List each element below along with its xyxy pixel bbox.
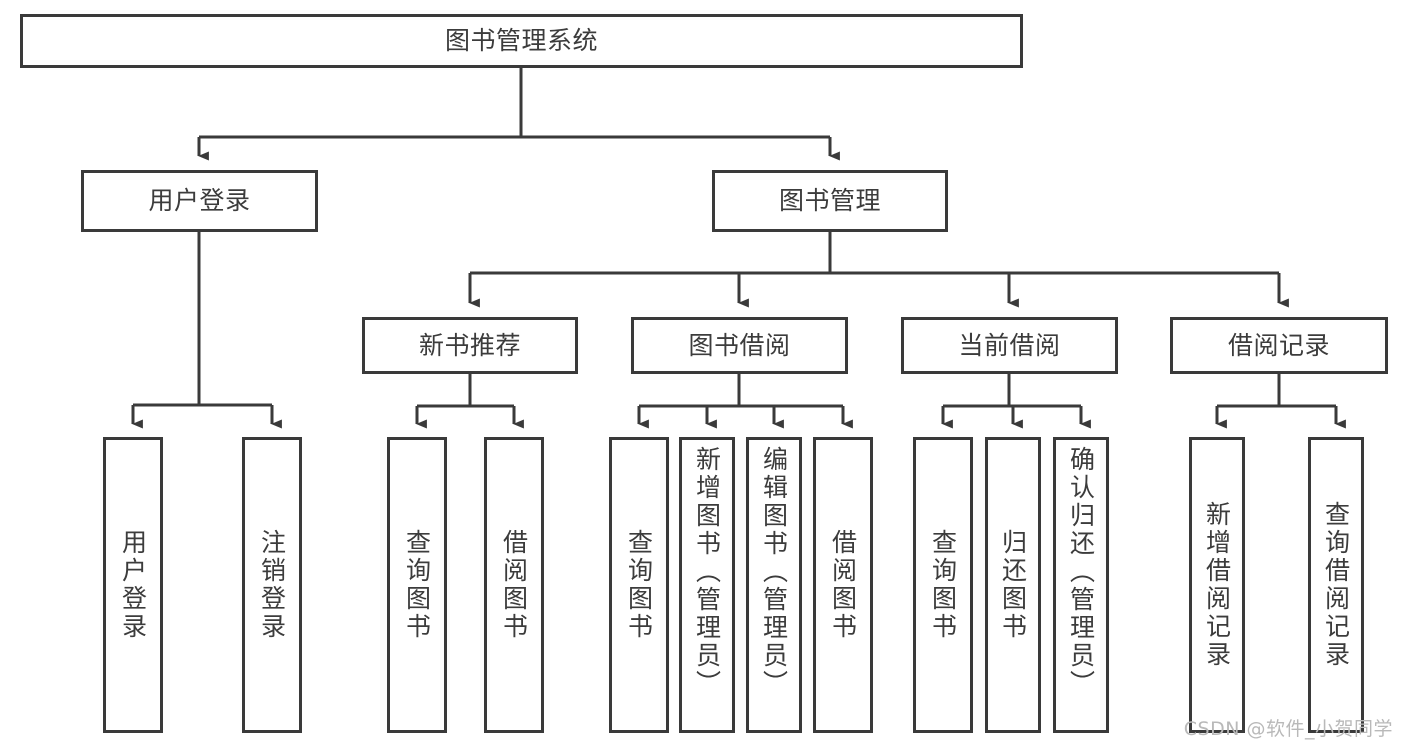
node-leaf-return-book-label: 归还图书 — [998, 529, 1028, 641]
node-borrow-record-label: 借阅记录 — [1227, 330, 1330, 360]
node-leaf-query-book-3-label: 查询图书 — [928, 529, 958, 641]
node-leaf-query-record[interactable]: 查询借阅记录 — [1308, 437, 1364, 733]
node-leaf-user-logout-label: 注销登录 — [257, 529, 287, 641]
node-current-borrow[interactable]: 当前借阅 — [901, 317, 1118, 374]
node-leaf-user-login[interactable]: 用户登录 — [103, 437, 163, 733]
node-leaf-return-book[interactable]: 归还图书 — [985, 437, 1041, 733]
node-leaf-query-book-2[interactable]: 查询图书 — [609, 437, 669, 733]
node-leaf-user-logout[interactable]: 注销登录 — [242, 437, 302, 733]
node-leaf-query-book-1[interactable]: 查询图书 — [387, 437, 447, 733]
node-root[interactable]: 图书管理系统 — [20, 14, 1023, 68]
node-user-login-label: 用户登录 — [148, 186, 251, 215]
node-leaf-query-book-2-label: 查询图书 — [624, 529, 654, 641]
node-book-borrow[interactable]: 图书借阅 — [631, 317, 848, 374]
node-leaf-borrow-book-2[interactable]: 借阅图书 — [813, 437, 873, 733]
node-leaf-add-book-label: 新增图书（管理员） — [692, 446, 722, 698]
node-borrow-record[interactable]: 借阅记录 — [1170, 317, 1388, 374]
node-leaf-add-book[interactable]: 新增图书（管理员） — [679, 437, 735, 733]
node-leaf-query-book-3[interactable]: 查询图书 — [913, 437, 973, 733]
node-leaf-query-record-label: 查询借阅记录 — [1321, 501, 1351, 669]
node-user-login[interactable]: 用户登录 — [81, 170, 318, 232]
node-leaf-query-book-1-label: 查询图书 — [402, 529, 432, 641]
node-new-book-rec[interactable]: 新书推荐 — [362, 317, 578, 374]
node-leaf-borrow-book-1[interactable]: 借阅图书 — [484, 437, 544, 733]
node-leaf-confirm-return[interactable]: 确认归还（管理员） — [1053, 437, 1109, 733]
node-new-book-rec-label: 新书推荐 — [418, 330, 521, 360]
node-root-label: 图书管理系统 — [444, 26, 598, 55]
node-leaf-borrow-book-2-label: 借阅图书 — [828, 529, 858, 641]
node-leaf-user-login-label: 用户登录 — [118, 529, 148, 641]
node-book-manage-label: 图书管理 — [778, 186, 881, 215]
node-leaf-borrow-book-1-label: 借阅图书 — [499, 529, 529, 641]
node-current-borrow-label: 当前借阅 — [958, 330, 1061, 360]
node-leaf-edit-book-label: 编辑图书（管理员） — [759, 446, 789, 698]
watermark-text: CSDN @软件_小贺同学 — [1183, 718, 1393, 740]
node-leaf-add-record[interactable]: 新增借阅记录 — [1189, 437, 1245, 733]
node-book-borrow-label: 图书借阅 — [688, 330, 791, 360]
node-leaf-edit-book[interactable]: 编辑图书（管理员） — [746, 437, 802, 733]
node-book-manage[interactable]: 图书管理 — [712, 170, 948, 232]
node-leaf-confirm-return-label: 确认归还（管理员） — [1066, 446, 1096, 698]
node-leaf-add-record-label: 新增借阅记录 — [1202, 501, 1232, 669]
